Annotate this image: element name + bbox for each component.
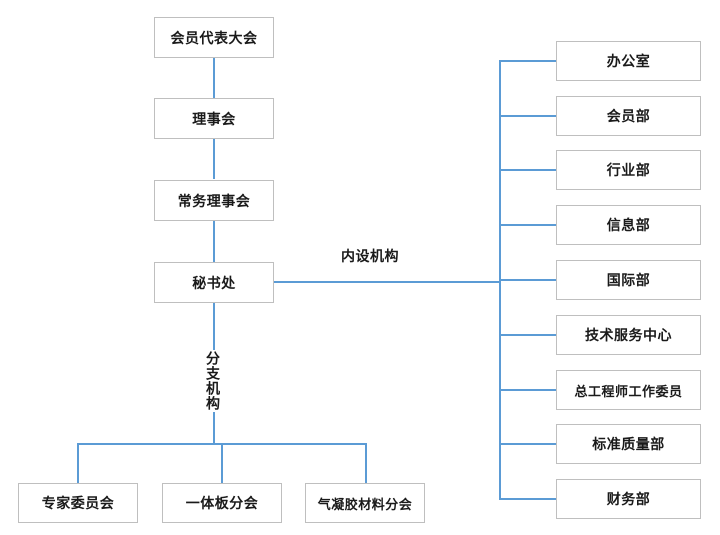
node-secretariat[interactable]: 秘书处 — [154, 262, 274, 303]
connector-stub-international — [499, 279, 557, 281]
node-assembly-label: 会员代表大会 — [170, 29, 258, 46]
node-aerogel-material-branch-label: 气凝胶材料分会 — [317, 496, 413, 512]
node-industry-label: 行业部 — [606, 162, 651, 178]
node-integrated-board-branch[interactable]: 一体板分会 — [162, 483, 282, 523]
connector-secretariat-to-internal-trunk — [274, 281, 501, 283]
connector-standing-council-to-secretariat — [213, 220, 215, 262]
node-chief-engineer-committee[interactable]: 总工程师工作委员 — [556, 370, 701, 410]
node-information[interactable]: 信息部 — [556, 205, 701, 245]
connector-stub-information — [499, 224, 557, 226]
connector-drop-expert-committee — [77, 443, 79, 484]
node-tech-service-center-label: 技术服务中心 — [585, 327, 672, 343]
node-international-label: 国际部 — [606, 272, 651, 288]
node-tech-service-center[interactable]: 技术服务中心 — [556, 315, 701, 355]
label-branch-units: 分支机构 — [205, 350, 221, 412]
node-office-label: 办公室 — [606, 53, 651, 69]
node-standing-council-label: 常务理事会 — [177, 192, 251, 209]
node-information-label: 信息部 — [606, 217, 651, 233]
node-aerogel-material-branch[interactable]: 气凝胶材料分会 — [305, 483, 425, 523]
node-standing-council[interactable]: 常务理事会 — [154, 180, 274, 221]
connector-stub-standards-quality — [499, 443, 557, 445]
node-assembly[interactable]: 会员代表大会 — [154, 17, 274, 58]
connector-stub-membership — [499, 115, 557, 117]
node-council[interactable]: 理事会 — [154, 98, 274, 139]
node-industry[interactable]: 行业部 — [556, 150, 701, 190]
node-standards-quality[interactable]: 标准质量部 — [556, 424, 701, 464]
node-secretariat-label: 秘书处 — [192, 274, 236, 291]
connector-drop-aerogel-material-branch — [365, 443, 367, 484]
node-international[interactable]: 国际部 — [556, 260, 701, 300]
node-membership-label: 会员部 — [606, 108, 651, 124]
node-finance[interactable]: 财务部 — [556, 479, 701, 519]
node-integrated-board-branch-label: 一体板分会 — [185, 495, 259, 511]
node-council-label: 理事会 — [192, 110, 236, 127]
node-chief-engineer-committee-label: 总工程师工作委员 — [574, 383, 683, 399]
connector-stub-chief-engineer-committee — [499, 389, 557, 391]
connector-assembly-to-council — [213, 57, 215, 98]
connector-council-to-standing-council — [213, 138, 215, 179]
node-standards-quality-label: 标准质量部 — [592, 436, 665, 452]
connector-drop-integrated-board-branch — [221, 443, 223, 484]
node-expert-committee-label: 专家委员会 — [41, 495, 115, 511]
connector-stub-finance — [499, 498, 557, 500]
connector-stub-tech-service-center — [499, 334, 557, 336]
node-finance-label: 财务部 — [606, 491, 651, 507]
connector-stub-office — [499, 60, 557, 62]
node-membership[interactable]: 会员部 — [556, 96, 701, 136]
connector-stub-industry — [499, 169, 557, 171]
node-office[interactable]: 办公室 — [556, 41, 701, 81]
label-internal-units: 内设机构 — [341, 246, 399, 266]
node-expert-committee[interactable]: 专家委员会 — [18, 483, 138, 523]
